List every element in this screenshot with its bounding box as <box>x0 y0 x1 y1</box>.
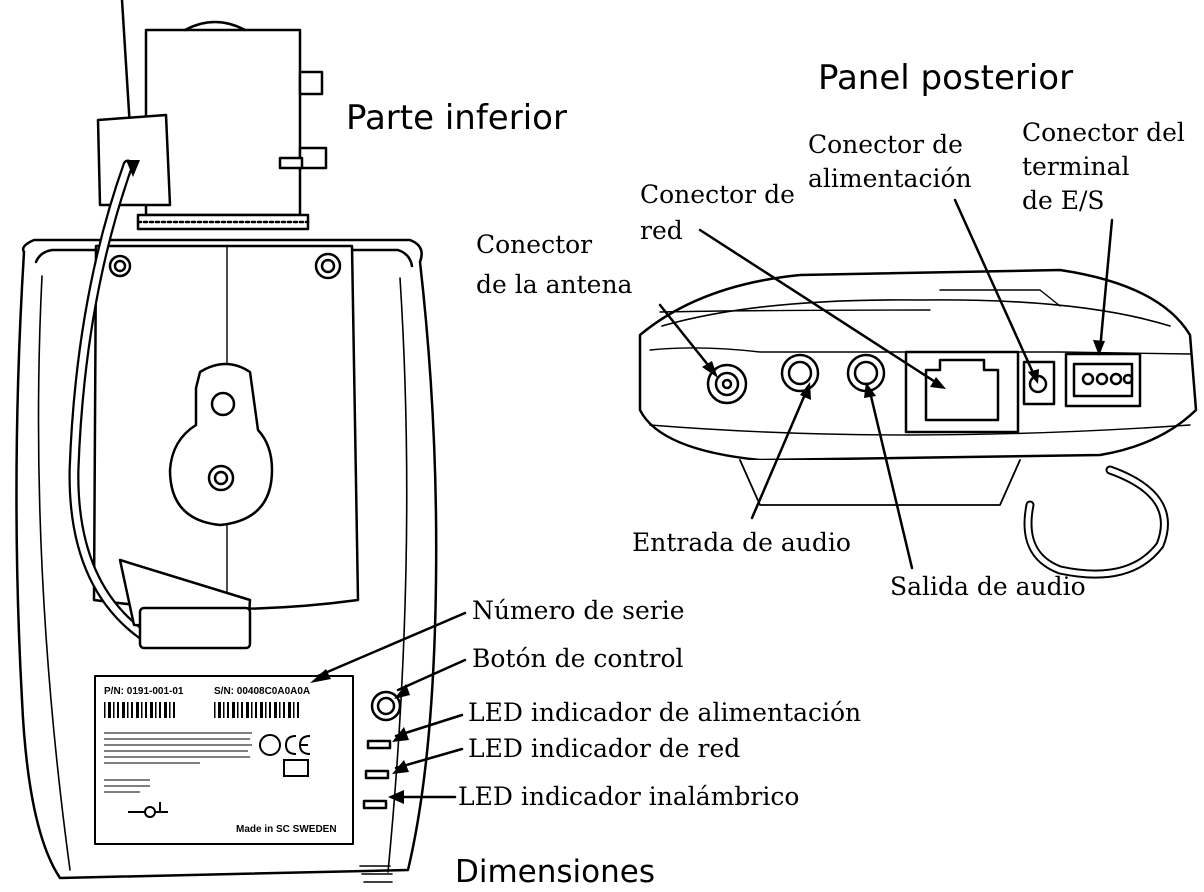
callout-antenna <box>658 303 714 372</box>
label-audio-in: Entrada de audio <box>632 528 851 557</box>
label-io-line2: terminal <box>1022 152 1130 181</box>
network-port <box>904 350 1020 434</box>
label-network-line2: red <box>640 216 683 245</box>
barcode <box>104 702 299 718</box>
callout-io <box>1098 218 1114 352</box>
heading-bottom: Parte inferior <box>346 98 567 138</box>
product-label <box>94 675 354 845</box>
callout-power-led <box>394 713 464 738</box>
fine-print <box>104 732 252 793</box>
heading-rear-panel: Panel posterior <box>818 58 1074 98</box>
label-power-line1: Conector de <box>808 130 963 159</box>
label-serial-number: Número de serie <box>472 596 685 625</box>
callout-network-led <box>394 747 464 770</box>
label-power-line2: alimentación <box>808 164 972 193</box>
power-led <box>366 739 392 750</box>
callout-serial <box>316 611 467 678</box>
power-connector <box>1022 360 1056 406</box>
cable <box>70 161 154 644</box>
wireless-led <box>362 799 388 810</box>
ce-mark <box>128 734 311 818</box>
label-pn: P/N: 0191-001-01 <box>104 686 184 697</box>
callout-network <box>698 228 942 387</box>
network-led <box>364 769 390 780</box>
label-antenna-line1: Conector <box>476 230 593 259</box>
label-made-in: Made in SC SWEDEN <box>236 824 337 835</box>
label-io-line1: Conector del <box>1022 118 1185 147</box>
audio-in-jack <box>780 353 820 393</box>
label-io-line3: de E/S <box>1022 186 1105 215</box>
label-wireless-led: LED indicador inalámbrico <box>458 782 800 811</box>
label-network-line1: Conector de <box>640 180 795 209</box>
callout-audio-out <box>868 390 914 570</box>
callout-power <box>953 198 1036 377</box>
callout-audio-in <box>750 390 808 520</box>
label-network-led: LED indicador de red <box>468 734 741 763</box>
keyhole-mount <box>168 362 274 527</box>
label-antenna-line2: de la antena <box>476 270 633 299</box>
callout-control-button <box>396 658 467 692</box>
label-control-button: Botón de control <box>472 644 684 673</box>
antenna-connector <box>706 363 748 405</box>
heading-dimensions: Dimensiones <box>455 854 656 890</box>
io-terminal <box>1064 352 1142 408</box>
label-audio-out: Salida de audio <box>890 572 1086 601</box>
label-power-led: LED indicador de alimentación <box>468 698 862 727</box>
label-sn: S/N: 00408C0A0A0A <box>214 686 310 697</box>
